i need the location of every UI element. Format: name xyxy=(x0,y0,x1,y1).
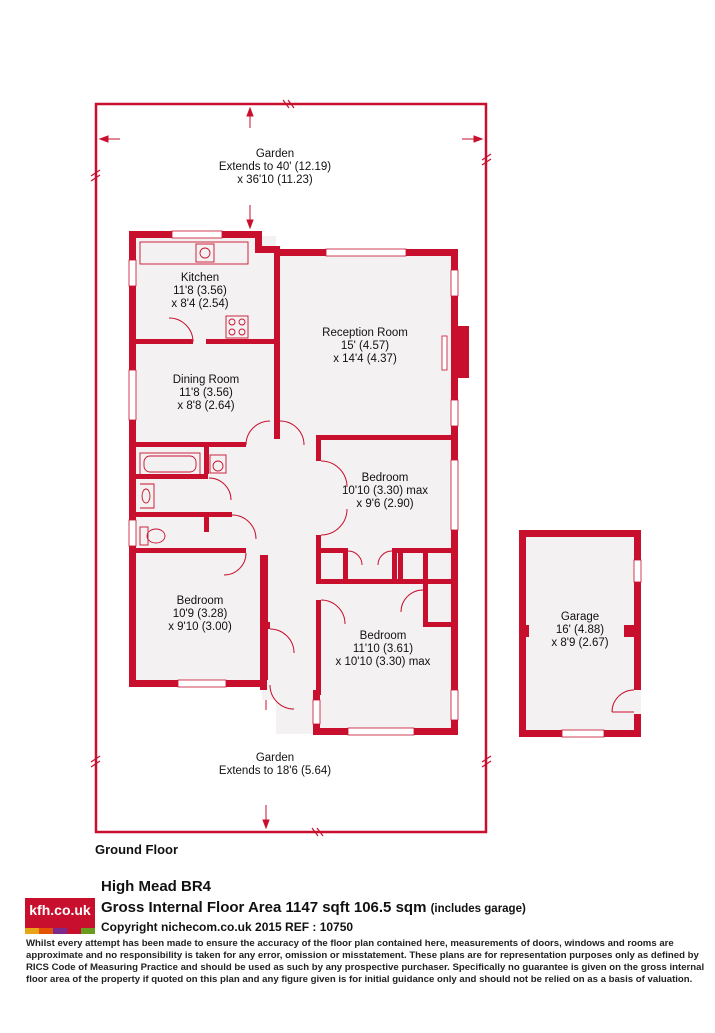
bedroom-left-label: Bedroom 10'9 (3.28) x 9'10 (3.00) xyxy=(150,595,250,634)
kitchen-dim1: 11'8 (3.56) xyxy=(173,285,227,297)
garden-top-dim2: x 36'10 (11.23) xyxy=(237,174,313,186)
bedroom-bottom-name: Bedroom xyxy=(359,630,407,642)
reception-room-dim1: 15' (4.57) xyxy=(340,340,390,352)
fixtures xyxy=(139,241,249,546)
house-floor xyxy=(134,236,456,734)
logo-bar-segment xyxy=(25,928,39,934)
bedroom-bottom-dim2: x 10'10 (3.30) max xyxy=(335,656,431,668)
logo-bar-segment xyxy=(53,928,67,934)
bedroom-bottom-label: Bedroom 11'10 (3.61) x 10'10 (3.30) max xyxy=(322,630,444,669)
kfh-logo[interactable]: kfh.co.uk xyxy=(25,898,95,934)
boundary-break-marks xyxy=(90,99,492,837)
logo-bar-segment xyxy=(39,928,53,934)
kitchen-label: Kitchen 11'8 (3.56) x 8'4 (2.54) xyxy=(150,272,250,311)
garage-dim1: 16' (4.88) xyxy=(555,624,605,636)
garage-name: Garage xyxy=(560,611,600,623)
door-swings xyxy=(168,317,424,710)
garden-top-name: Garden xyxy=(255,148,295,160)
bedroom-right-label: Bedroom 10'10 (3.30) max x 9'6 (2.90) xyxy=(325,472,445,511)
garage-label: Garage 16' (4.88) x 8'9 (2.67) xyxy=(535,611,625,650)
bedroom-left-dim2: x 9'10 (3.00) xyxy=(168,621,232,633)
garage-dim2: x 8'9 (2.67) xyxy=(551,637,609,649)
bedroom-left-dim1: 10'9 (3.28) xyxy=(172,608,228,620)
dining-room-dim2: x 8'8 (2.64) xyxy=(177,400,235,412)
dimension-arrows xyxy=(98,106,484,830)
bedroom-right-dim1: 10'10 (3.30) max xyxy=(342,485,428,497)
dining-room-label: Dining Room 11'8 (3.56) x 8'8 (2.64) xyxy=(146,374,266,413)
reception-room-dim2: x 14'4 (4.37) xyxy=(333,353,397,365)
logo-bar-segment xyxy=(81,928,95,934)
floor-level-label: Ground Floor xyxy=(95,842,179,857)
floor-plan xyxy=(90,99,642,837)
copyright-text: Copyright nichecom.co.uk 2015 REF : 1075… xyxy=(101,920,354,934)
garage-structure xyxy=(519,530,642,738)
garden-bottom-label: Garden Extends to 18'6 (5.64) xyxy=(210,752,340,778)
house-windows xyxy=(128,230,459,736)
disclaimer-text: Whilst every attempt has been made to en… xyxy=(26,938,705,985)
floor-area-note: (includes garage) xyxy=(430,903,526,915)
garden-bottom-name: Garden xyxy=(255,752,295,764)
property-title: High Mead BR4 xyxy=(101,878,212,895)
floor-area-text: Gross Internal Floor Area 1147 sqft 106.… xyxy=(101,899,427,916)
bedroom-right-dim2: x 9'6 (2.90) xyxy=(356,498,414,510)
logo-color-bar xyxy=(25,928,95,934)
garden-top-label: Garden Extends to 40' (12.19) x 36'10 (1… xyxy=(200,148,350,187)
garden-bottom-dim1: Extends to 18'6 (5.64) xyxy=(218,765,332,777)
bedroom-left-name: Bedroom xyxy=(176,595,224,607)
logo-text: kfh.co.uk xyxy=(29,902,91,918)
kitchen-dim2: x 8'4 (2.54) xyxy=(171,298,229,310)
reception-room-name: Reception Room xyxy=(322,327,408,339)
dining-room-dim1: 11'8 (3.56) xyxy=(179,387,233,399)
dining-room-name: Dining Room xyxy=(172,374,240,386)
floor-area-summary: Gross Internal Floor Area 1147 sqft 106.… xyxy=(101,899,526,916)
garden-top-dim1: Extends to 40' (12.19) xyxy=(218,161,332,173)
bedroom-right-name: Bedroom xyxy=(361,472,409,484)
kitchen-name: Kitchen xyxy=(180,272,220,284)
bedroom-bottom-dim1: 11'10 (3.61) xyxy=(352,643,414,655)
logo-bar-segment xyxy=(67,928,81,934)
reception-room-label: Reception Room 15' (4.57) x 14'4 (4.37) xyxy=(300,327,430,366)
